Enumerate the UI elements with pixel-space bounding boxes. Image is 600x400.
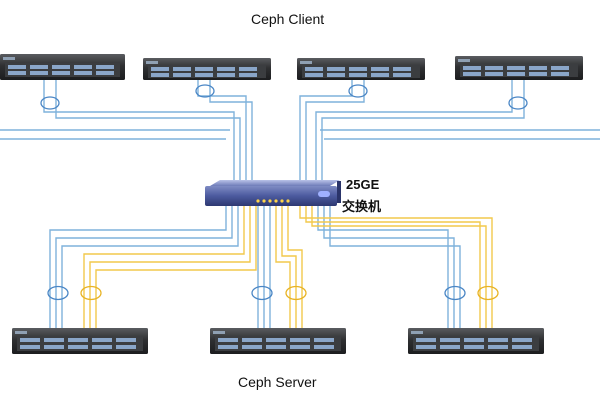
ceph-client-label: Ceph Client <box>251 11 325 27</box>
link-line <box>299 206 493 330</box>
link-ring <box>47 285 69 301</box>
switch-name-label: 交换机 <box>342 199 382 214</box>
link-ring <box>348 84 368 98</box>
link-line <box>197 80 247 186</box>
ceph-server-label: Ceph Server <box>238 374 317 390</box>
link-line <box>49 206 227 330</box>
link-line <box>89 206 251 330</box>
link-ring <box>40 96 60 110</box>
link-ring <box>477 285 499 301</box>
link-line <box>209 80 253 186</box>
switch-port-led <box>262 199 266 203</box>
link-line <box>95 206 257 330</box>
switch-speed-label: 25GE <box>346 177 380 192</box>
link-line <box>275 206 291 330</box>
link-ring <box>195 84 215 98</box>
link-line <box>323 206 455 330</box>
link-line <box>305 206 481 330</box>
link-line <box>281 206 297 330</box>
switch-25ge <box>205 180 341 206</box>
link-line <box>315 80 513 186</box>
link-ring <box>508 96 528 110</box>
switch-port-led <box>286 199 290 203</box>
client-server-1 <box>0 54 125 80</box>
server-links-yellow <box>83 206 493 330</box>
link-line <box>299 80 353 186</box>
link-line <box>311 206 487 330</box>
storage-server-1 <box>12 328 148 354</box>
switch-side-face <box>337 181 341 203</box>
link-ring <box>444 285 466 301</box>
link-ring <box>80 285 102 301</box>
link-line <box>43 80 235 186</box>
link-ring <box>251 285 273 301</box>
link-line <box>83 206 245 330</box>
storage-server-3 <box>408 328 544 354</box>
switch-body <box>205 186 337 206</box>
link-ring <box>285 285 307 301</box>
switch-port-led <box>268 199 272 203</box>
storage-server-2 <box>210 328 346 354</box>
client-link-rings <box>40 84 528 110</box>
link-line <box>317 206 449 330</box>
link-line <box>61 206 239 330</box>
server-link-rings <box>47 285 499 301</box>
client-server-4 <box>455 56 583 80</box>
switch-top-face <box>210 180 340 186</box>
client-server-2 <box>143 58 271 80</box>
switch-port-led <box>280 199 284 203</box>
link-line <box>329 206 461 330</box>
link-line <box>287 206 303 330</box>
switch-badge <box>318 191 330 197</box>
server-links-blue <box>49 206 461 330</box>
client-server-3 <box>297 58 425 80</box>
client-links <box>0 80 600 186</box>
link-line <box>55 206 233 330</box>
switch-port-led <box>274 199 278 203</box>
link-line <box>305 80 365 186</box>
switch-port-led <box>256 199 260 203</box>
